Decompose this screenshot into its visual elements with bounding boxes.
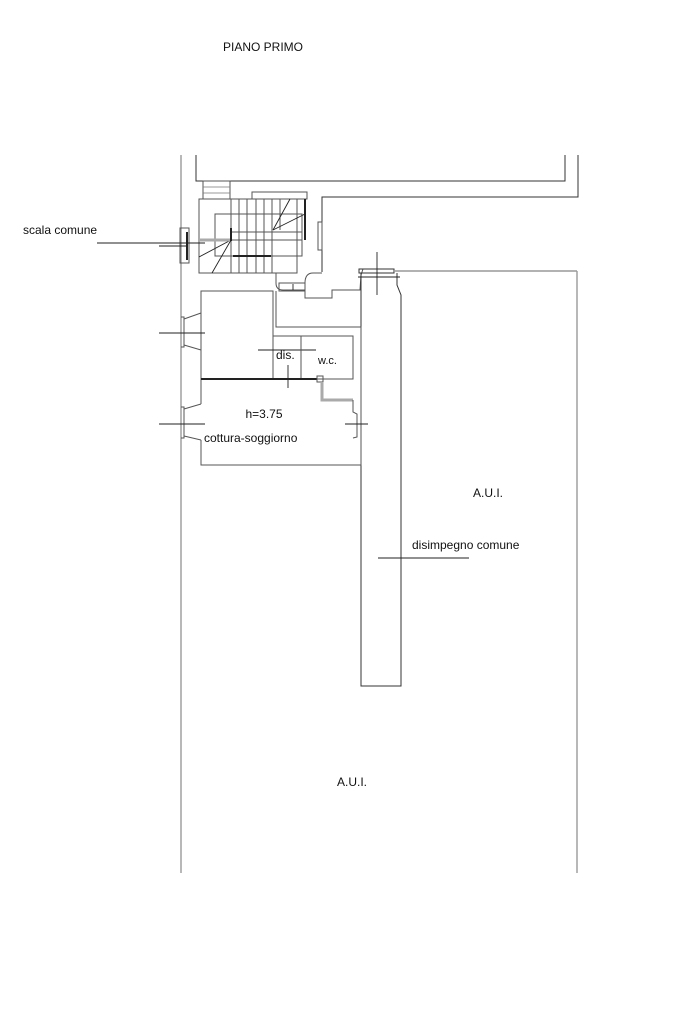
room-wc (300, 335, 354, 380)
label-height: h=3.75 (245, 407, 282, 421)
room-upper (200, 290, 274, 380)
label-wc: w.c. (317, 355, 337, 367)
courtyard-outer-line (321, 155, 579, 272)
stair-landing-top (202, 180, 231, 200)
staircase (198, 180, 308, 274)
label-dis: dis. (276, 348, 295, 362)
window-upper-jamb (183, 312, 202, 351)
column (316, 375, 324, 383)
stair-treads (230, 199, 281, 273)
landing-outline (275, 272, 322, 291)
apartment-outline (200, 291, 362, 466)
corridor-header (358, 268, 395, 274)
courtyard-inner-line (195, 155, 566, 182)
stair-right-window (317, 221, 323, 251)
landing-door (278, 282, 306, 292)
outer-boundary (180, 155, 578, 873)
apartment (159, 290, 368, 466)
stair-rail (230, 231, 303, 241)
corridor-outline (360, 273, 402, 687)
label-disimpegno-comune: disimpegno comune (412, 538, 520, 552)
window-upper (181, 316, 185, 348)
wc-wall (320, 382, 353, 402)
drawing-title: PIANO PRIMO (223, 40, 303, 54)
window-frame (179, 227, 190, 264)
label-scala-comune: scala comune (23, 223, 97, 237)
window-lower (181, 406, 185, 439)
right-window (352, 400, 358, 439)
stair-enclosure (198, 198, 298, 274)
window-lower-jamb (183, 403, 202, 441)
label-aui-bottom: A.U.I. (337, 775, 367, 789)
label-aui-right: A.U.I. (473, 486, 503, 500)
stair-window (179, 227, 190, 264)
stair-winder-lines (198, 198, 306, 274)
common-corridor (358, 252, 402, 687)
label-cottura-soggiorno: cottura-soggiorno (204, 431, 298, 445)
stair-inner-well (214, 213, 303, 257)
stair-top-beam (251, 191, 308, 200)
